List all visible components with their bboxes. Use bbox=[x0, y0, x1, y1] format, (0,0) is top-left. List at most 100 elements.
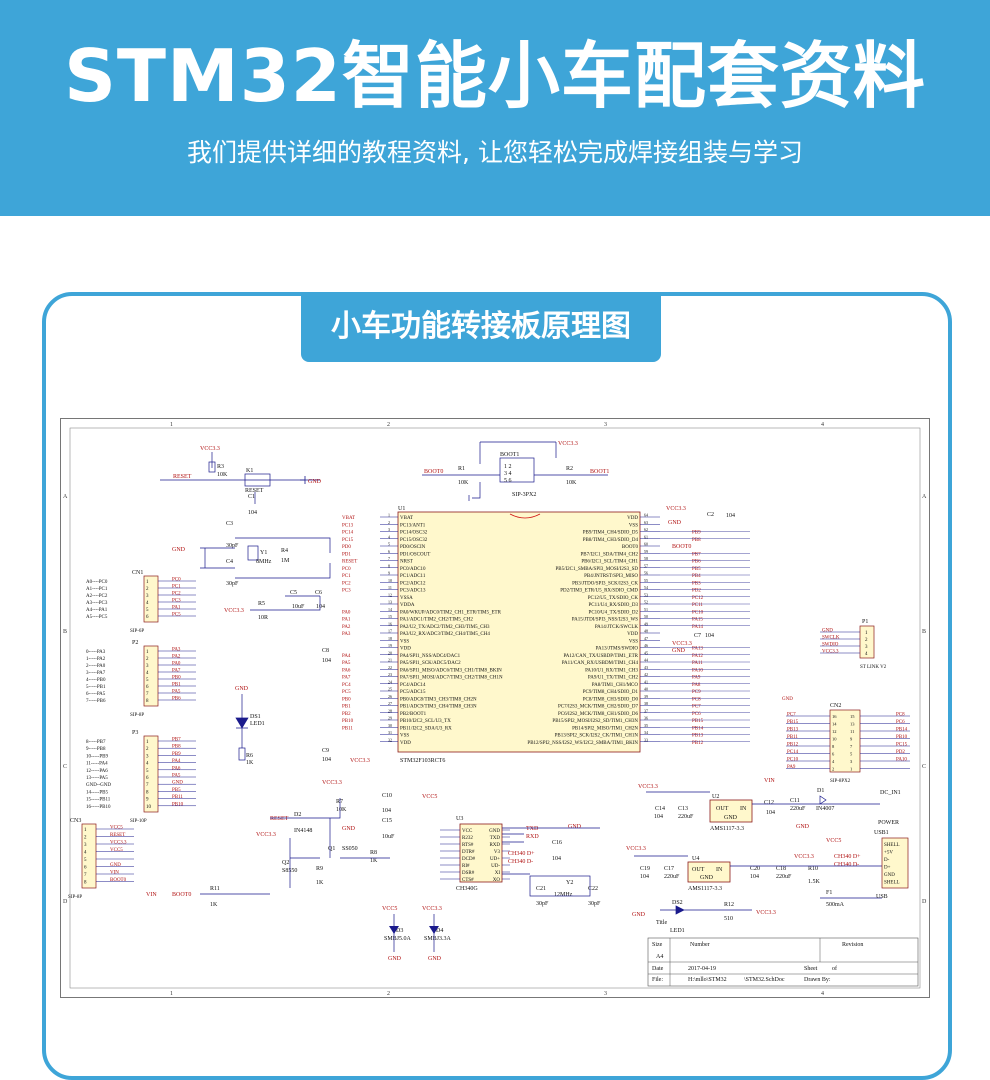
p2-pin-number: 5 bbox=[146, 678, 149, 683]
p2-net: PA7 bbox=[172, 669, 181, 674]
cn1-pin-number: 1 bbox=[146, 580, 149, 585]
u3-right-pin: GND bbox=[489, 829, 500, 834]
mcu-right-pin-number: 38 bbox=[644, 701, 648, 706]
label-gnd-c15: GND bbox=[342, 826, 356, 832]
p1-body bbox=[859, 625, 875, 659]
p2-map-label: 6-----PA5 bbox=[86, 692, 106, 697]
label-u4-out: OUT bbox=[692, 867, 705, 873]
mcu-right-pin-number: 34 bbox=[644, 730, 648, 735]
net-reset: RESET bbox=[173, 474, 192, 480]
mcu-right-pin-number: 37 bbox=[644, 708, 648, 713]
p2-pin-number: 4 bbox=[146, 671, 149, 676]
label-gnd-crystal: GND bbox=[172, 547, 186, 553]
p3-map-label: 11-----PA4 bbox=[86, 762, 108, 767]
page-subtitle: 我们提供详细的教程资料, 让您轻松完成焊接组装与学习 bbox=[187, 138, 803, 167]
title-number: Number bbox=[690, 942, 710, 948]
u2-body bbox=[709, 799, 753, 823]
label-r5: R5 bbox=[258, 601, 265, 607]
label-f1: F1 bbox=[826, 890, 832, 896]
mcu-right-pin-number: 56 bbox=[644, 571, 648, 576]
mcu-right-pin-number: 41 bbox=[644, 679, 648, 684]
mcu-left-pin: PA4/SPI1_NSS/ADC4/DAC1 bbox=[400, 654, 461, 659]
p3-pin-number: 8 bbox=[146, 790, 149, 795]
mcu-left-net: PA7 bbox=[342, 676, 351, 681]
cn2-right-pin: 5 bbox=[850, 752, 853, 757]
p2-map-label: 1-----PA2 bbox=[86, 657, 106, 662]
label-boot-part: SIP-3PX2 bbox=[512, 492, 536, 498]
mcu-left-net: PA4 bbox=[342, 654, 351, 659]
mcu-right-pin-number: 45 bbox=[644, 650, 648, 655]
mcu-right-pin-number: 58 bbox=[644, 556, 648, 561]
cn2-ref: CN2 bbox=[830, 703, 841, 709]
net-reset-d2: RESET bbox=[270, 816, 289, 822]
grid-col-bottom-4: 4 bbox=[821, 991, 824, 997]
cn2-right-pin: 13 bbox=[850, 722, 855, 727]
mcu-left-pin: PA5/SPI1_SCK/ADC5/DAC2 bbox=[400, 661, 461, 666]
mcu-left-pin-number: 25 bbox=[388, 687, 392, 692]
label-r3-value: 10K bbox=[217, 472, 228, 478]
label-gnd-ds1: GND bbox=[235, 686, 249, 692]
cn2-right-pin: 11 bbox=[850, 729, 854, 734]
mcu-left-pin: VDD bbox=[400, 741, 411, 746]
mcu-right-net: PB15 bbox=[692, 719, 704, 724]
mcu-right-pin: VSS bbox=[629, 523, 638, 528]
mcu-right-net: PC10 bbox=[692, 610, 704, 615]
cn1-map-label: A3----PC3 bbox=[86, 601, 108, 606]
cn3-pin-number: 3 bbox=[84, 843, 87, 848]
label-d1: D1 bbox=[817, 788, 824, 794]
mcu-right-pins: VDD64VSS63PB9/TIM4_CH4/SDIO_D562PB9PB8/T… bbox=[527, 513, 750, 746]
cn1-map-label: A2----PC2 bbox=[86, 594, 108, 599]
usb1-pin: D+ bbox=[884, 866, 891, 871]
label-c7: C7 bbox=[694, 633, 701, 639]
mcu-left-pin-number: 2 bbox=[388, 520, 390, 525]
mcu-right-pin: PC7/I2S3_MCK/TIM8_CH2/SDIO_D7 bbox=[558, 705, 639, 710]
mcu-left-pin-number: 22 bbox=[388, 665, 392, 670]
usb1-pin: +5V bbox=[884, 851, 893, 856]
resistor-r3 bbox=[208, 461, 216, 473]
mcu-right-pin: PC6/I2S2_MCK/TIM8_CH1/SDIO_D6 bbox=[558, 712, 639, 717]
mcu-right-pin: PB7/I2C1_SDA/TIM4_CH2 bbox=[580, 552, 638, 557]
label-vcc5-c10: VCC5 bbox=[422, 794, 437, 800]
label-q1: Q1 bbox=[328, 846, 335, 852]
label-vcc33-mcu-right: VCC3.3 bbox=[666, 506, 686, 512]
boot-jumper: BOOT1 1 2 3 4 5 6 VCC3.3 BOOT0 R1 10K R2… bbox=[422, 441, 609, 501]
mcu-right-pin-number: 49 bbox=[644, 621, 648, 626]
cn2-right-pin: 15 bbox=[850, 714, 855, 719]
label-r3: R3 bbox=[217, 464, 224, 470]
label-vcc5-usb: VCC5 bbox=[826, 838, 841, 844]
label-gnd-d4: GND bbox=[428, 956, 442, 962]
label-gnd-u2: GND bbox=[796, 824, 810, 830]
title-of: of bbox=[832, 965, 837, 972]
usb1-pin: GND bbox=[884, 873, 895, 878]
cn1-net: PC2 bbox=[172, 592, 181, 597]
u3-left-pin: RTS# bbox=[462, 843, 474, 848]
mcu-right-nets: VCC3.3 GND C2 104 BOOT0 VCC3.3 C7 104 GN… bbox=[666, 506, 735, 654]
label-u4-part: AMS1117-3.3 bbox=[688, 886, 722, 892]
u3-right-pin: XO bbox=[493, 878, 501, 883]
label-r9-value: 1K bbox=[316, 880, 324, 886]
p1-net: SWCLK bbox=[822, 636, 840, 641]
label-r8-value: 1K bbox=[370, 858, 378, 864]
cn2-left-pin: 10 bbox=[832, 737, 837, 742]
mcu-right-pin-number: 40 bbox=[644, 687, 648, 692]
cn1-map-label: A5----PC5 bbox=[86, 615, 108, 620]
page-title: STM32智能小车配套资料 bbox=[64, 34, 926, 118]
mcu-right-pin-number: 51 bbox=[644, 607, 648, 612]
mcu-right-pin: PC12/U5_TX/SDIO_CK bbox=[588, 596, 639, 601]
mcu-left-pin-number: 11 bbox=[388, 585, 392, 590]
label-c1: C1 bbox=[248, 494, 255, 500]
mcu-right-pin: PB4/JNTRST/SPI3_MISO bbox=[584, 574, 638, 579]
p2-map-label: 5-----PB1 bbox=[86, 685, 106, 690]
label-r6-value: 1K bbox=[246, 760, 254, 766]
label-r10: R10 bbox=[808, 866, 818, 872]
cn2-left-pin: 16 bbox=[832, 714, 837, 719]
mcu-left-net: PC0 bbox=[342, 567, 351, 572]
u3-left-pin: DTR# bbox=[462, 850, 475, 855]
mcu-right-net: PA15 bbox=[692, 618, 703, 623]
p1-pin-number: 3 bbox=[865, 645, 868, 650]
cn3-net: GND bbox=[110, 863, 121, 868]
p3-net: PB10 bbox=[172, 802, 184, 807]
mcu-left-pin-number: 28 bbox=[388, 708, 392, 713]
cn3-net: VIN bbox=[110, 871, 119, 876]
